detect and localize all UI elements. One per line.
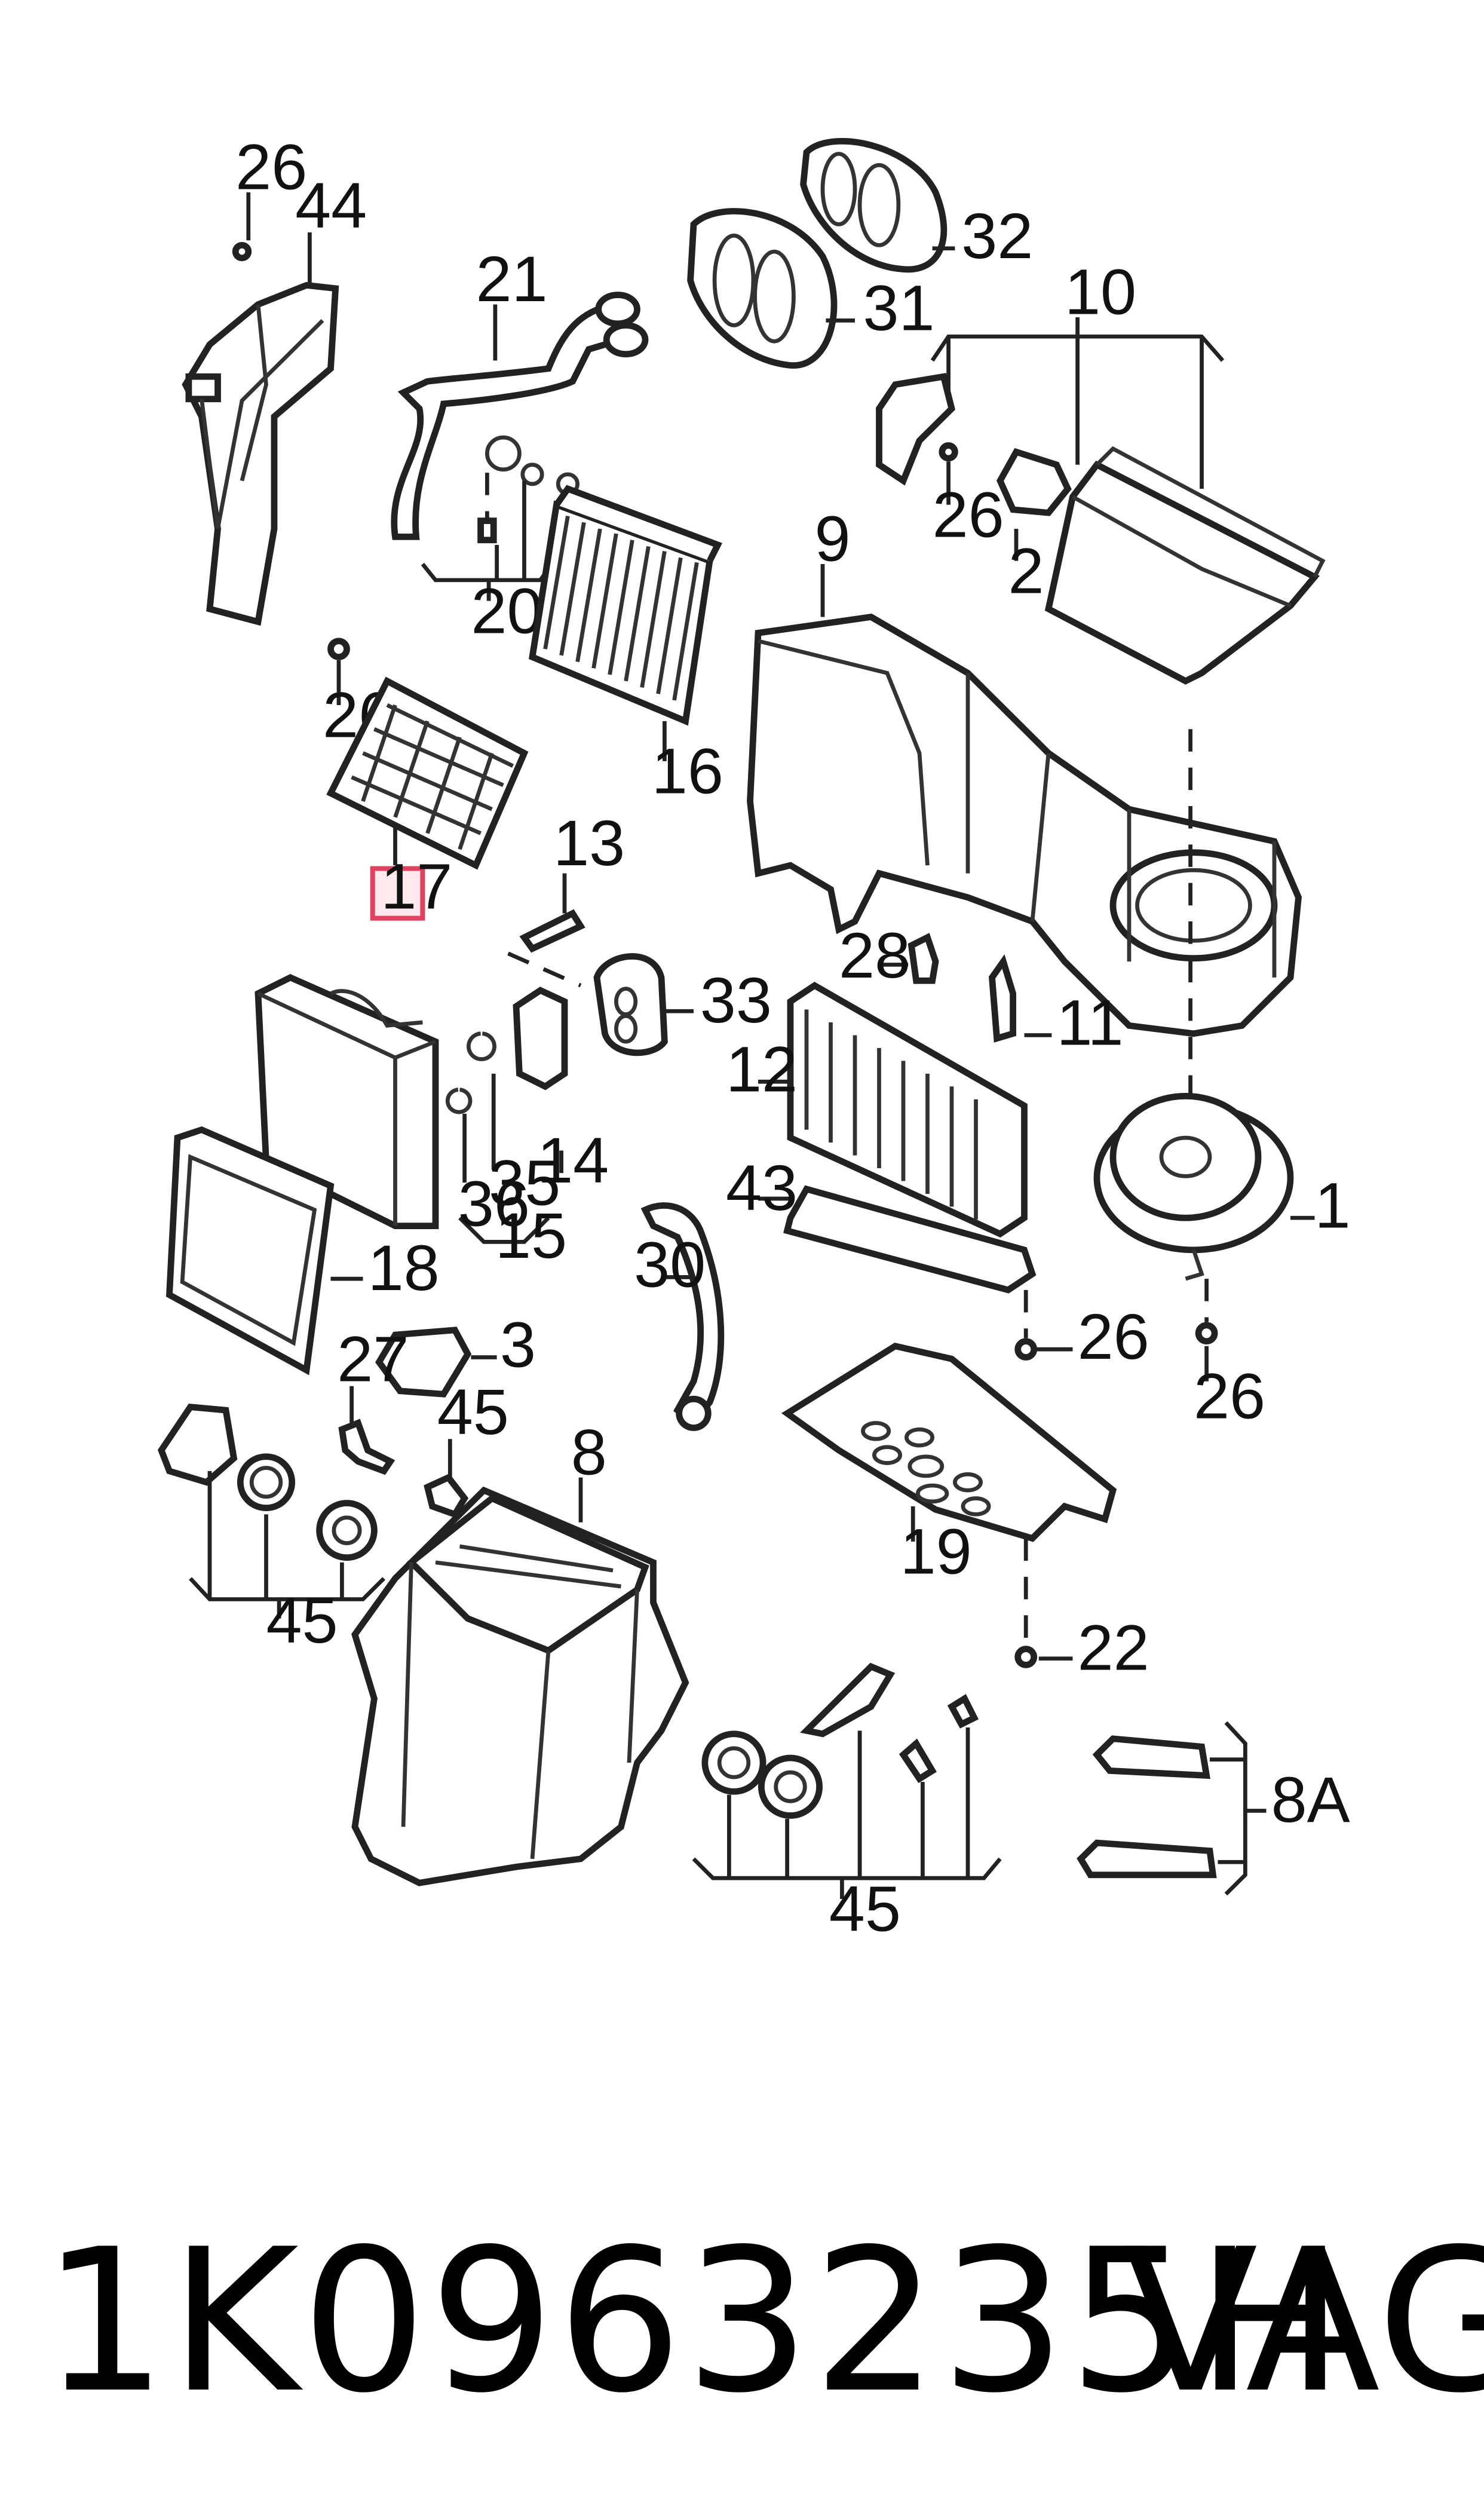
part-3-actuator bbox=[375, 1327, 472, 1398]
callout-33: 33 bbox=[700, 964, 772, 1036]
callout-31: 31 bbox=[863, 272, 935, 344]
callout-8a: 8A bbox=[1271, 1765, 1350, 1836]
callout-10: 10 bbox=[1065, 256, 1136, 328]
part-number-label: 1K0963235H bbox=[42, 2207, 1347, 2436]
callout-18: 18 bbox=[368, 1232, 440, 1304]
part-43-tray bbox=[783, 1185, 1037, 1294]
callout-45-left: 45 bbox=[266, 1585, 338, 1656]
part-45-left-gears bbox=[157, 1404, 378, 1561]
part-33-cover bbox=[593, 953, 668, 1056]
callout-19: 19 bbox=[900, 1516, 972, 1588]
callout-44: 44 bbox=[295, 170, 367, 241]
part-18-filter-frame bbox=[165, 1126, 335, 1376]
part-8a-sensors bbox=[1077, 1735, 1217, 1879]
callout-3: 3 bbox=[500, 1309, 536, 1381]
part-19-insulation bbox=[781, 1343, 1117, 1542]
part-8-lower-housing bbox=[351, 1486, 689, 1886]
part-16-heater-core bbox=[529, 485, 723, 726]
callout-35: 35 bbox=[489, 1147, 560, 1219]
callout-26-blower: 26 bbox=[1194, 1361, 1265, 1432]
part-30-refrigerant-line bbox=[640, 1202, 725, 1431]
callout-17: 17 bbox=[381, 851, 452, 923]
callout-14: 14 bbox=[537, 1125, 609, 1197]
part-44-air-duct bbox=[182, 281, 339, 626]
part-1-blower-fan bbox=[1093, 1093, 1294, 1281]
part-45-bottom-gears bbox=[701, 1662, 979, 1819]
callout-2: 2 bbox=[1008, 535, 1044, 607]
callout-12: 12 bbox=[726, 1034, 798, 1105]
callout-8: 8 bbox=[571, 1417, 607, 1488]
callout-17-highlight-box bbox=[370, 866, 425, 921]
part-9-heater-housing bbox=[747, 613, 1302, 1037]
part-21-coolant-pipes bbox=[391, 292, 649, 540]
callout-36: 36 bbox=[458, 1168, 530, 1240]
callout-16: 16 bbox=[652, 736, 723, 807]
callout-45-small: 45 bbox=[437, 1377, 509, 1448]
callout-43: 43 bbox=[726, 1152, 798, 1224]
callout-20: 20 bbox=[471, 575, 542, 647]
part-31-seal bbox=[687, 208, 838, 369]
callout-32: 32 bbox=[961, 200, 1033, 272]
part-air-inlet-housing bbox=[1044, 446, 1326, 685]
exploded-parts-diagram: 26 44 21 20 16 31 bbox=[157, 131, 1351, 1945]
callout-15: 15 bbox=[495, 1200, 567, 1272]
part-14-expansion-valve bbox=[513, 987, 568, 1090]
callout-13: 13 bbox=[553, 808, 625, 880]
callout-21: 21 bbox=[476, 244, 548, 315]
callout-27: 27 bbox=[337, 1324, 409, 1395]
part-17-component bbox=[326, 676, 529, 870]
callout-9: 9 bbox=[815, 503, 851, 575]
callout-26-tray: 26 bbox=[1078, 1301, 1149, 1373]
part-bracket bbox=[876, 373, 955, 486]
callout-28: 28 bbox=[839, 920, 910, 991]
callout-11: 11 bbox=[1057, 987, 1124, 1059]
part-32-seal bbox=[800, 137, 948, 273]
callout-1: 1 bbox=[1314, 1170, 1350, 1242]
part-12-pollen-filter bbox=[787, 982, 1028, 1238]
callout-22: 22 bbox=[1078, 1612, 1149, 1684]
callout-26-top-left: 26 bbox=[235, 131, 307, 203]
part-2-actuator bbox=[996, 448, 1072, 516]
callout-30: 30 bbox=[634, 1229, 706, 1301]
brand-label: VAG bbox=[1123, 2207, 1484, 2436]
callout-45-bottom: 45 bbox=[829, 1873, 901, 1945]
callout-26-flap: 26 bbox=[933, 479, 1004, 551]
